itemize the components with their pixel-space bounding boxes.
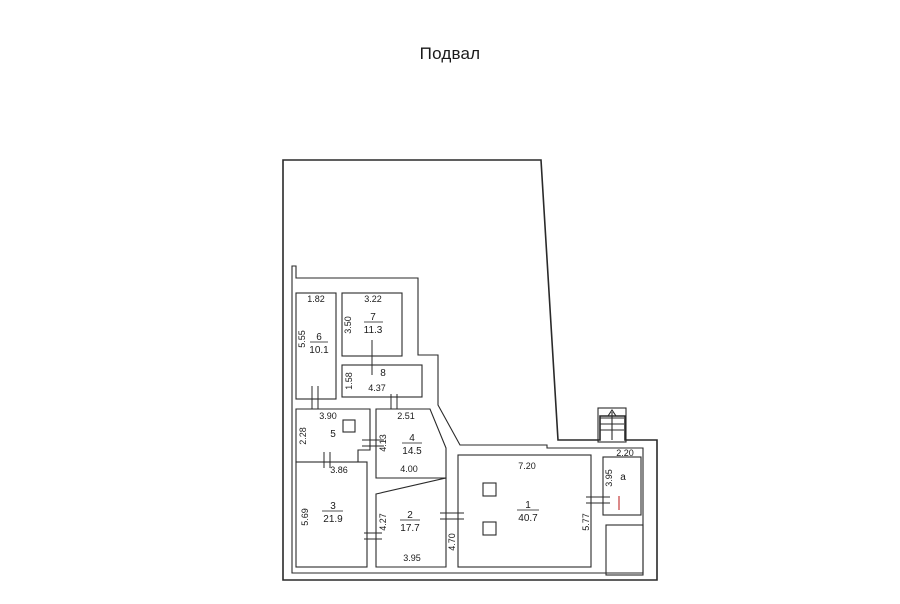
room-4-width: 2.51 xyxy=(397,411,415,421)
room-1-column-bottom xyxy=(482,521,497,536)
room-a-length: 3.95 xyxy=(604,469,614,487)
room-8 xyxy=(341,364,423,398)
room-8-width: 4.37 xyxy=(368,383,386,393)
room-2-area: 17.7 xyxy=(400,523,420,534)
room-2-length: 4.27 xyxy=(378,513,388,531)
stair-arrow-head xyxy=(607,409,617,417)
room-1-number: 1 xyxy=(525,500,531,511)
room-6-area: 10.1 xyxy=(309,345,329,356)
room-2 xyxy=(375,477,447,568)
room-6-number: 6 xyxy=(316,332,322,343)
room-2-number: 2 xyxy=(407,510,413,521)
door-3-2 xyxy=(364,532,382,540)
door-8-4 xyxy=(390,394,398,409)
door-6 xyxy=(311,386,319,409)
door-5-4 xyxy=(362,439,384,447)
room-7-number: 7 xyxy=(370,312,376,323)
door-5-3 xyxy=(323,452,331,468)
room-a xyxy=(602,456,642,516)
room-3-number: 3 xyxy=(330,501,336,512)
inner-outline xyxy=(291,265,644,574)
room-5-width: 3.90 xyxy=(319,411,337,421)
room-3 xyxy=(295,461,368,568)
room-1-width: 7.20 xyxy=(518,461,536,471)
room-4-bottom: 4.00 xyxy=(400,464,418,474)
building-outline xyxy=(282,159,658,581)
room-8-length: 1.58 xyxy=(344,372,354,390)
room-8-number: 8 xyxy=(380,368,386,379)
room-1 xyxy=(457,454,592,568)
room-6-length: 5.55 xyxy=(297,330,307,348)
room-5-column xyxy=(342,419,356,433)
page-title: Подвал xyxy=(419,44,481,63)
room-1-length: 5.77 xyxy=(581,513,591,531)
room-1-side: 4.70 xyxy=(447,533,457,551)
room-5-length: 2.28 xyxy=(298,427,308,445)
room-4-area: 14.5 xyxy=(402,446,422,457)
room-a-number: а xyxy=(620,472,626,483)
room-7-width: 3.22 xyxy=(364,294,382,304)
door-2-1 xyxy=(440,512,464,520)
room-6-width: 1.82 xyxy=(307,294,325,304)
room-2-width: 3.95 xyxy=(403,553,421,563)
room-4-length: 4.13 xyxy=(378,434,388,452)
door-1-a xyxy=(586,496,610,504)
stair xyxy=(597,407,627,443)
room-7-length: 3.50 xyxy=(343,316,353,334)
room-1-area: 40.7 xyxy=(518,513,538,524)
room-7-area: 11.3 xyxy=(364,325,383,336)
room-4-number: 4 xyxy=(409,433,415,444)
room-5-number: 5 xyxy=(330,429,336,440)
room-3-length: 5.69 xyxy=(300,508,310,526)
room-a-width: 2.20 xyxy=(616,448,634,458)
room-3-area: 21.9 xyxy=(323,514,343,525)
room-3-width: 3.86 xyxy=(330,465,348,475)
room-6 xyxy=(295,292,337,400)
room-1-column-top xyxy=(482,482,497,497)
room-a-annex xyxy=(605,524,644,576)
room-4 xyxy=(375,408,447,479)
